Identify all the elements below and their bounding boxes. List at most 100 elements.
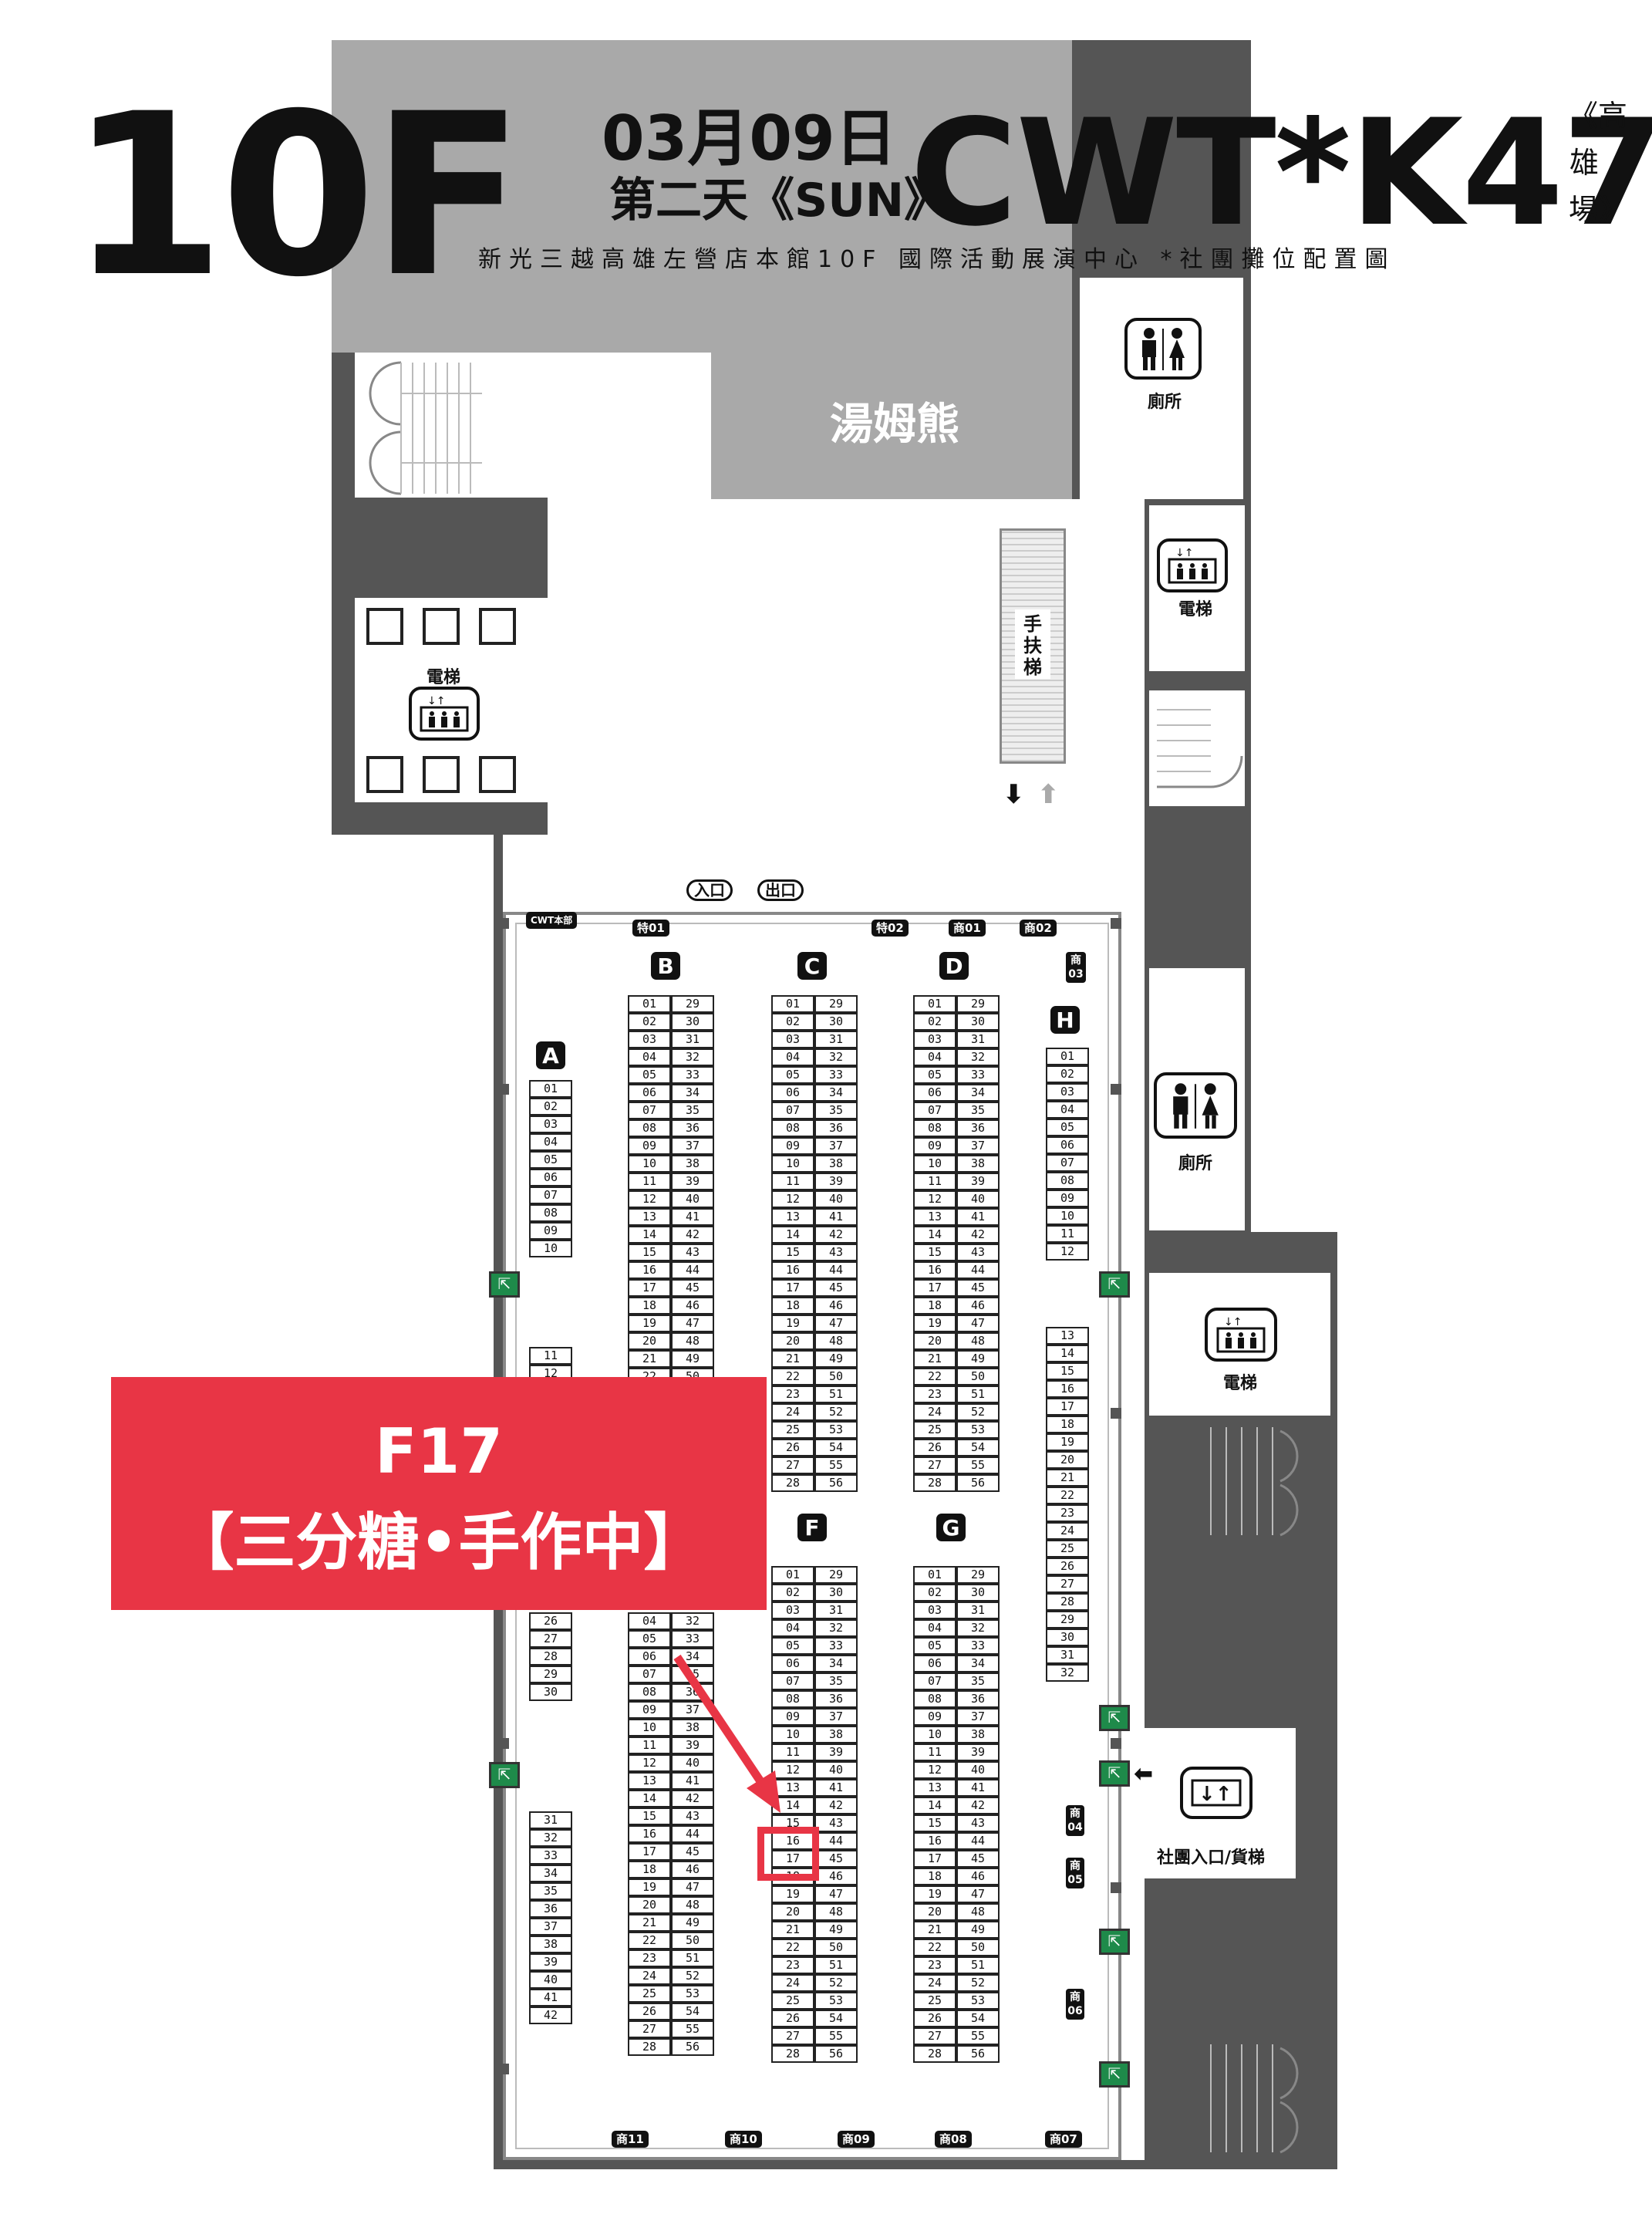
booth-cell[interactable]: 19 bbox=[771, 1885, 814, 1903]
booth-cell[interactable]: 51 bbox=[814, 1386, 858, 1403]
booth-cell[interactable]: 29 bbox=[671, 995, 714, 1013]
booth-cell[interactable]: 47 bbox=[814, 1315, 858, 1332]
booth-cell[interactable]: 29 bbox=[814, 1566, 858, 1584]
booth-cell[interactable]: 14 bbox=[913, 1226, 956, 1244]
booth-cell[interactable]: 15 bbox=[628, 1807, 671, 1825]
booth-cell[interactable]: 48 bbox=[814, 1332, 858, 1350]
booth-cell[interactable]: 33 bbox=[814, 1637, 858, 1655]
booth-cell[interactable]: 38 bbox=[671, 1719, 714, 1737]
booth-cell[interactable]: 28 bbox=[1046, 1593, 1089, 1611]
booth-cell[interactable]: 23 bbox=[628, 1949, 671, 1967]
booth-cell[interactable]: 08 bbox=[1046, 1172, 1089, 1190]
booth-cell[interactable]: 47 bbox=[671, 1878, 714, 1896]
booth-cell[interactable]: 29 bbox=[529, 1666, 572, 1683]
booth-cell[interactable]: 26 bbox=[529, 1612, 572, 1630]
booth-cell[interactable]: 07 bbox=[628, 1666, 671, 1683]
booth-cell[interactable]: 46 bbox=[671, 1297, 714, 1315]
booth-cell[interactable]: 42 bbox=[814, 1797, 858, 1814]
booth-cell[interactable]: 27 bbox=[771, 1456, 814, 1474]
booth-cell[interactable]: 16 bbox=[628, 1261, 671, 1279]
booth-cell[interactable]: 36 bbox=[529, 1900, 572, 1918]
booth-cell[interactable]: 48 bbox=[956, 1332, 1000, 1350]
booth-cell[interactable]: 47 bbox=[671, 1315, 714, 1332]
booth-cell[interactable]: 06 bbox=[771, 1655, 814, 1672]
booth-cell[interactable]: 09 bbox=[628, 1137, 671, 1155]
booth-cell[interactable]: 20 bbox=[628, 1896, 671, 1914]
booth-cell[interactable]: 27 bbox=[771, 2027, 814, 2045]
booth-cell[interactable]: 08 bbox=[913, 1119, 956, 1137]
booth-cell[interactable]: 26 bbox=[771, 2010, 814, 2027]
booth-cell[interactable]: 42 bbox=[671, 1790, 714, 1807]
booth-cell[interactable]: 38 bbox=[814, 1726, 858, 1743]
booth-cell[interactable]: 19 bbox=[913, 1315, 956, 1332]
booth-cell[interactable]: 56 bbox=[814, 2045, 858, 2063]
booth-cell[interactable]: 35 bbox=[956, 1672, 1000, 1690]
booth-cell[interactable]: 44 bbox=[956, 1261, 1000, 1279]
booth-cell[interactable]: 31 bbox=[671, 1031, 714, 1048]
booth-cell[interactable]: 30 bbox=[814, 1013, 858, 1031]
booth-cell[interactable]: 35 bbox=[671, 1666, 714, 1683]
booth-cell[interactable]: 35 bbox=[814, 1102, 858, 1119]
booth-cell[interactable]: 36 bbox=[671, 1119, 714, 1137]
booth-cell[interactable]: 03 bbox=[913, 1602, 956, 1619]
booth-cell[interactable]: 08 bbox=[771, 1690, 814, 1708]
booth-cell[interactable]: 27 bbox=[1046, 1575, 1089, 1593]
booth-cell[interactable]: 24 bbox=[1046, 1522, 1089, 1540]
booth-cell[interactable]: 06 bbox=[913, 1655, 956, 1672]
booth-cell[interactable]: 37 bbox=[671, 1701, 714, 1719]
booth-cell[interactable]: 03 bbox=[1046, 1083, 1089, 1101]
booth-cell[interactable]: 40 bbox=[671, 1754, 714, 1772]
booth-cell[interactable]: 34 bbox=[956, 1655, 1000, 1672]
booth-cell[interactable]: 24 bbox=[771, 1974, 814, 1992]
booth-cell[interactable]: 19 bbox=[913, 1885, 956, 1903]
booth-cell[interactable]: 56 bbox=[956, 1474, 1000, 1492]
booth-cell[interactable]: 12 bbox=[913, 1761, 956, 1779]
booth-cell[interactable]: 47 bbox=[956, 1885, 1000, 1903]
booth-cell[interactable]: 41 bbox=[814, 1779, 858, 1797]
booth-cell[interactable]: 18 bbox=[913, 1868, 956, 1885]
booth-cell[interactable]: 03 bbox=[529, 1116, 572, 1133]
booth-cell[interactable]: 25 bbox=[771, 1992, 814, 2010]
booth-cell[interactable]: 16 bbox=[913, 1261, 956, 1279]
booth-cell[interactable]: 11 bbox=[913, 1173, 956, 1190]
booth-cell[interactable]: 45 bbox=[956, 1850, 1000, 1868]
booth-cell[interactable]: 32 bbox=[814, 1048, 858, 1066]
booth-cell[interactable]: 29 bbox=[956, 1566, 1000, 1584]
booth-cell[interactable]: 26 bbox=[913, 1439, 956, 1456]
booth-cell[interactable]: 40 bbox=[956, 1190, 1000, 1208]
booth-cell[interactable]: 55 bbox=[671, 2020, 714, 2038]
booth-cell[interactable]: 50 bbox=[671, 1932, 714, 1949]
booth-cell[interactable]: 33 bbox=[529, 1847, 572, 1865]
booth-cell[interactable]: 42 bbox=[529, 2007, 572, 2024]
booth-cell[interactable]: 49 bbox=[956, 1350, 1000, 1368]
booth-cell[interactable]: 07 bbox=[913, 1102, 956, 1119]
booth-cell[interactable]: 06 bbox=[529, 1169, 572, 1186]
booth-cell[interactable]: 45 bbox=[671, 1843, 714, 1861]
booth-cell[interactable]: 21 bbox=[628, 1914, 671, 1932]
booth-cell[interactable]: 38 bbox=[814, 1155, 858, 1173]
booth-cell[interactable]: 28 bbox=[771, 2045, 814, 2063]
booth-cell[interactable]: 31 bbox=[1046, 1646, 1089, 1664]
booth-cell[interactable]: 48 bbox=[814, 1903, 858, 1921]
booth-cell[interactable]: 14 bbox=[628, 1790, 671, 1807]
booth-cell[interactable]: 19 bbox=[628, 1878, 671, 1896]
booth-cell[interactable]: 04 bbox=[1046, 1101, 1089, 1119]
booth-cell[interactable]: 32 bbox=[1046, 1664, 1089, 1682]
booth-cell[interactable]: 18 bbox=[628, 1297, 671, 1315]
booth-cell[interactable]: 24 bbox=[628, 1967, 671, 1985]
booth-cell[interactable]: 49 bbox=[814, 1350, 858, 1368]
booth-cell[interactable]: 39 bbox=[956, 1173, 1000, 1190]
booth-cell[interactable]: 22 bbox=[628, 1932, 671, 1949]
booth-cell[interactable]: 54 bbox=[956, 1439, 1000, 1456]
booth-cell[interactable]: 49 bbox=[671, 1914, 714, 1932]
booth-cell[interactable]: 10 bbox=[628, 1719, 671, 1737]
booth-cell[interactable]: 32 bbox=[671, 1612, 714, 1630]
booth-cell[interactable]: 28 bbox=[771, 1474, 814, 1492]
booth-cell[interactable]: 31 bbox=[956, 1031, 1000, 1048]
booth-cell[interactable]: 16 bbox=[1046, 1380, 1089, 1398]
booth-cell[interactable]: 31 bbox=[529, 1811, 572, 1829]
booth-cell[interactable]: 44 bbox=[671, 1825, 714, 1843]
booth-cell[interactable]: 35 bbox=[956, 1102, 1000, 1119]
booth-cell[interactable]: 41 bbox=[529, 1989, 572, 2007]
booth-cell[interactable]: 22 bbox=[1046, 1487, 1089, 1504]
